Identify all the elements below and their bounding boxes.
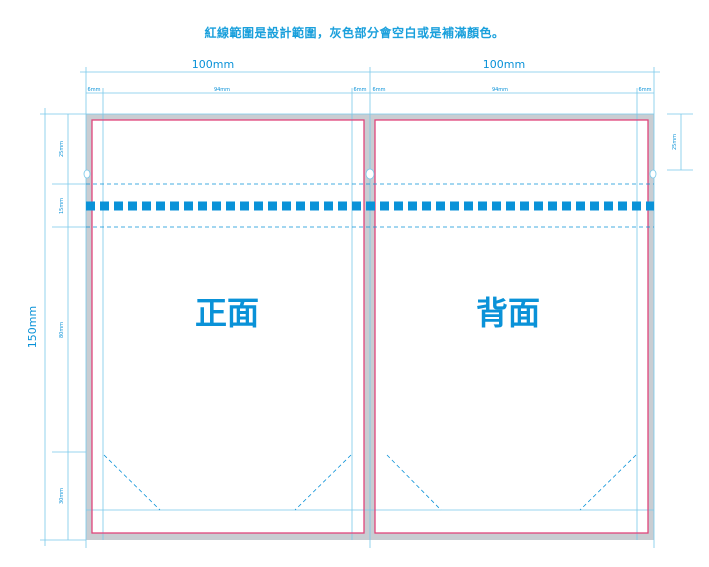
dim-right-width: 100mm [483, 58, 525, 71]
dim-right-marker: 25mm [672, 134, 678, 150]
dim-left-width: 100mm [192, 58, 234, 71]
right-dimension-lines [667, 113, 693, 171]
horizontal-guides [40, 113, 654, 541]
top-dimension-lines [80, 71, 660, 94]
instruction-caption: 紅線範圍是設計範圍，灰色部分會空白或是補滿顏色。 [204, 26, 505, 40]
dim-seg-top: 25mm [59, 141, 65, 157]
dim-right-inner: 94mm [492, 87, 508, 93]
dim-seg-bottom: 30mm [59, 488, 65, 504]
back-design-boundary [374, 119, 649, 534]
dim-right-margin-a: 6mm [373, 87, 386, 93]
fold-lines [86, 183, 654, 511]
dim-left-margin-a: 6mm [88, 87, 101, 93]
left-dimension-lines [44, 108, 69, 546]
back-label: 背面 [476, 294, 540, 332]
front-label: 正面 [195, 294, 259, 332]
dim-right-margin-b: 6mm [639, 87, 652, 93]
front-design-boundary [91, 119, 365, 534]
dim-seg-tear: 15mm [59, 198, 65, 214]
vertical-guides [85, 67, 655, 548]
hang-hole-notches [83, 168, 657, 180]
dim-left-margin-b: 6mm [354, 87, 367, 93]
dim-seg-body: 80mm [59, 322, 65, 338]
back-panel-area [375, 120, 648, 533]
dim-left-inner: 94mm [214, 87, 230, 93]
dim-total-height: 150mm [26, 306, 39, 348]
front-panel-area [92, 120, 364, 533]
